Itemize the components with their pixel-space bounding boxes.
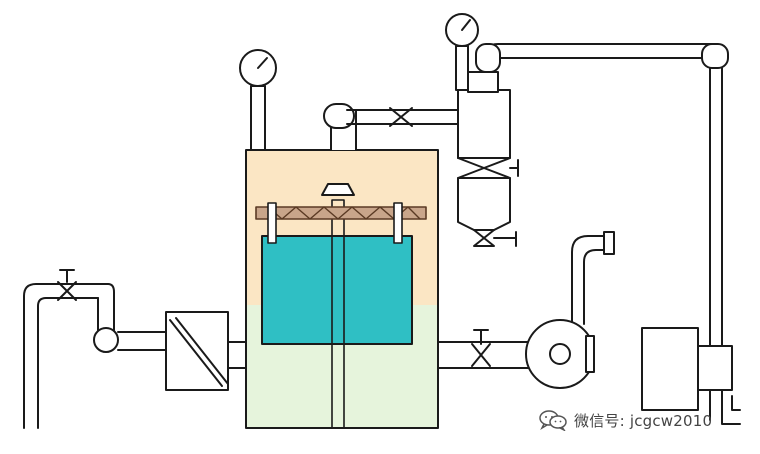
inlet-junction bbox=[93, 327, 119, 353]
side-connector bbox=[697, 345, 733, 391]
column-valve-handle-upper bbox=[509, 159, 519, 177]
return-elbow-right bbox=[701, 43, 729, 69]
column-upper bbox=[457, 89, 511, 159]
inlet-drop bbox=[97, 283, 115, 331]
gauge-needle bbox=[257, 57, 268, 69]
return-elbow-left bbox=[475, 43, 501, 73]
side-tank bbox=[641, 327, 699, 411]
column-valve-lower bbox=[473, 229, 495, 247]
vessel-side-outlet bbox=[437, 341, 537, 369]
watermark-text: 微信号: jcgcw2010 bbox=[574, 411, 713, 430]
bottom-outlet bbox=[721, 395, 741, 425]
column-neck bbox=[467, 71, 499, 93]
gauge-stem-2 bbox=[455, 45, 469, 91]
shaft-cap bbox=[321, 183, 355, 196]
hanger-left bbox=[267, 202, 277, 244]
column-valve-handle-lower bbox=[493, 231, 517, 247]
filter-screen bbox=[169, 317, 229, 387]
side-outlet-valve bbox=[471, 329, 491, 367]
column-hopper bbox=[457, 177, 511, 231]
return-pipe-top bbox=[483, 43, 715, 73]
hanger-right bbox=[393, 202, 403, 244]
filter-to-vessel bbox=[227, 341, 247, 369]
gauge-stem bbox=[250, 85, 266, 151]
gauge-needle-2 bbox=[461, 19, 471, 31]
outlet-valve bbox=[389, 107, 413, 127]
basket bbox=[261, 235, 413, 345]
fan-pump-hub bbox=[549, 343, 571, 365]
watermark: 微信号: jcgcw2010 bbox=[538, 408, 712, 432]
inlet-pipe-left bbox=[23, 283, 109, 429]
column-valve-upper bbox=[457, 157, 511, 179]
fan-exhaust bbox=[571, 235, 613, 325]
fan-base bbox=[585, 335, 595, 373]
inlet-valve bbox=[57, 269, 77, 301]
outlet-pipe-horizontal bbox=[346, 109, 459, 125]
fan-exhaust-cap bbox=[603, 231, 615, 255]
wechat-icon bbox=[539, 410, 567, 431]
inlet-pipe-to-filter bbox=[117, 331, 167, 351]
filter-box bbox=[165, 311, 229, 391]
central-shaft bbox=[331, 199, 345, 429]
